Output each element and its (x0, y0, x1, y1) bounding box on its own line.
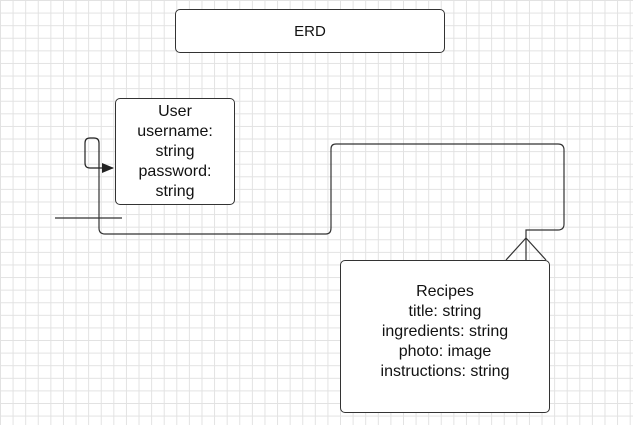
entity-user-attribute: string (155, 182, 195, 200)
entity-user-name: User (158, 102, 192, 120)
entity-user-attribute: string (155, 142, 195, 160)
entity-user-attribute: password: (138, 162, 212, 180)
diagram-title: ERD (294, 22, 326, 40)
entity-recipes-attribute: instructions: string (380, 362, 510, 380)
diagram-title-box[interactable]: ERD (175, 9, 445, 53)
self-loop-arrow[interactable] (84, 137, 114, 173)
crows-foot-icon (505, 237, 547, 261)
entity-user[interactable]: User username: string password: string (115, 98, 235, 205)
entity-recipes[interactable]: Recipes title: string ingredients: strin… (340, 260, 550, 413)
entity-recipes-name: Recipes (416, 282, 474, 300)
entity-recipes-attribute: ingredients: string (381, 322, 509, 340)
entity-recipes-attribute: title: string (408, 302, 482, 320)
entity-user-attribute: username: (137, 122, 213, 140)
entity-recipes-attribute: photo: image (398, 342, 492, 360)
